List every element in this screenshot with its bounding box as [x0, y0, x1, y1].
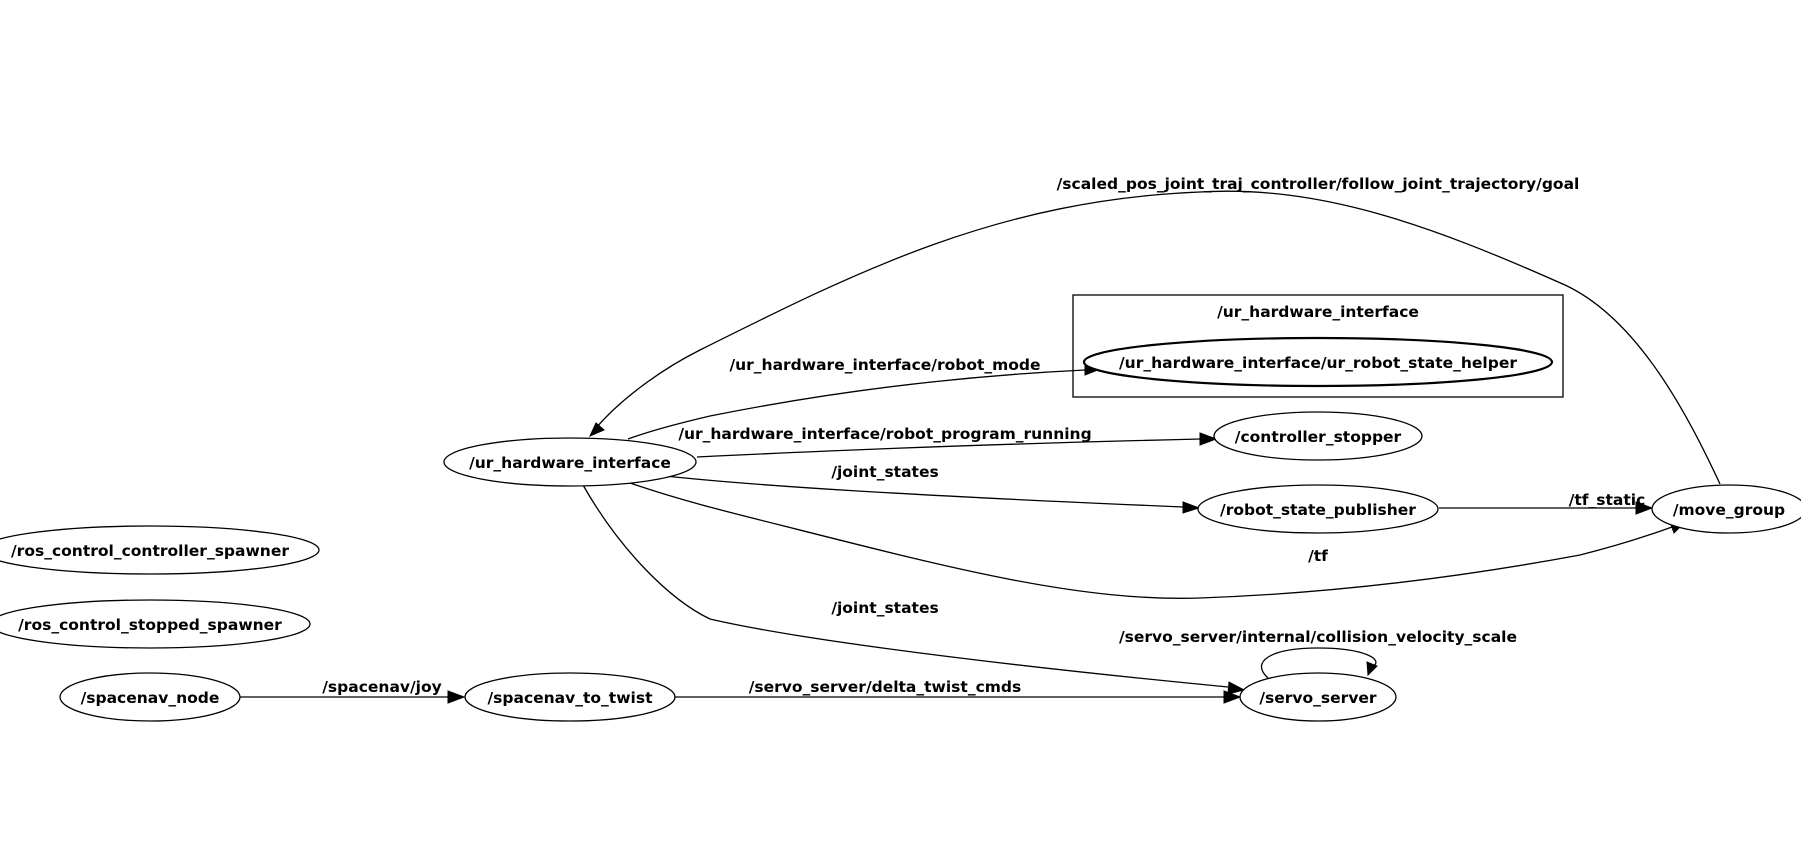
edge-label-tf-static[interactable]: /tf_static: [1569, 491, 1646, 509]
node-servo-server[interactable]: [1239, 672, 1397, 722]
edge-joint-states-servo[interactable]: [582, 484, 1229, 688]
arrowhead-collision-velocity-scale: [1366, 661, 1378, 677]
edge-label-robot-mode[interactable]: /ur_hardware_interface/robot_mode: [729, 356, 1040, 374]
node-label-robot-state-publisher: /robot_state_publisher: [1220, 501, 1416, 519]
arrowhead-follow-joint-trajectory-goal: [589, 422, 605, 437]
node-label-spacenav-node: /spacenav_node: [81, 689, 220, 707]
edge-label-follow-joint-trajectory-goal[interactable]: /scaled_pos_joint_traj_controller/follow…: [1057, 175, 1580, 193]
edge-label-robot-program-running[interactable]: /ur_hardware_interface/robot_program_run…: [678, 425, 1091, 443]
node-label-controller-stopper: /controller_stopper: [1235, 428, 1402, 446]
edge-tf[interactable]: [629, 482, 1673, 599]
node-move-group[interactable]: [1651, 484, 1801, 534]
cluster-label: /ur_hardware_interface: [1217, 303, 1419, 321]
node-robot-state-publisher[interactable]: [1197, 484, 1439, 534]
edge-label-spacenav-joy[interactable]: /spacenav/joy: [322, 678, 441, 696]
node-controller-stopper[interactable]: [1213, 411, 1423, 461]
arrowhead-spacenav-joy: [447, 690, 466, 704]
node-ros-control-controller-spawner[interactable]: [0, 525, 320, 575]
arrowhead-delta-twist-cmds: [1223, 690, 1242, 704]
node-label-spacenav-to-twist: /spacenav_to_twist: [488, 689, 654, 707]
node-label-ros-control-controller-spawner: /ros_control_controller_spawner: [11, 542, 289, 560]
edge-follow-joint-trajectory-goal[interactable]: [595, 190, 1721, 485]
node-label-move-group: /move_group: [1673, 501, 1785, 519]
node-ur-hardware-interface[interactable]: [443, 437, 697, 487]
edge-collision-velocity-scale[interactable]: [1261, 647, 1377, 679]
node-label-ros-control-stopped-spawner: /ros_control_stopped_spawner: [18, 616, 282, 634]
cluster-box-ur-hardware-interface: [1072, 294, 1564, 398]
node-spacenav-node[interactable]: [59, 672, 241, 722]
edge-label-tf[interactable]: /tf: [1308, 547, 1328, 565]
arrowhead-tf-static: [1635, 501, 1654, 515]
arrowhead-robot-program-running: [1199, 432, 1218, 446]
edge-robot-program-running[interactable]: [696, 438, 1201, 458]
edge-label-delta-twist-cmds[interactable]: /servo_server/delta_twist_cmds: [749, 678, 1021, 696]
node-label-servo-server: /servo_server: [1259, 689, 1377, 707]
edge-joint-states-rsp[interactable]: [664, 475, 1184, 508]
node-ros-control-stopped-spawner[interactable]: [0, 599, 311, 649]
node-label-ur-hardware-interface: /ur_hardware_interface: [469, 454, 671, 472]
edge-robot-mode[interactable]: [627, 369, 1086, 440]
edge-label-joint-states-rsp[interactable]: /joint_states: [831, 463, 938, 481]
node-ur-robot-state-helper[interactable]: [1082, 336, 1554, 388]
arrowhead-joint-states-servo: [1227, 681, 1246, 695]
edge-label-collision-velocity-scale[interactable]: /servo_server/internal/collision_velocit…: [1119, 628, 1517, 646]
node-label-ur-robot-state-helper: /ur_hardware_interface/ur_robot_state_he…: [1119, 354, 1517, 372]
arrowhead-joint-states-rsp: [1182, 501, 1201, 514]
edge-label-joint-states-servo[interactable]: /joint_states: [831, 599, 938, 617]
node-spacenav-to-twist[interactable]: [464, 672, 676, 722]
